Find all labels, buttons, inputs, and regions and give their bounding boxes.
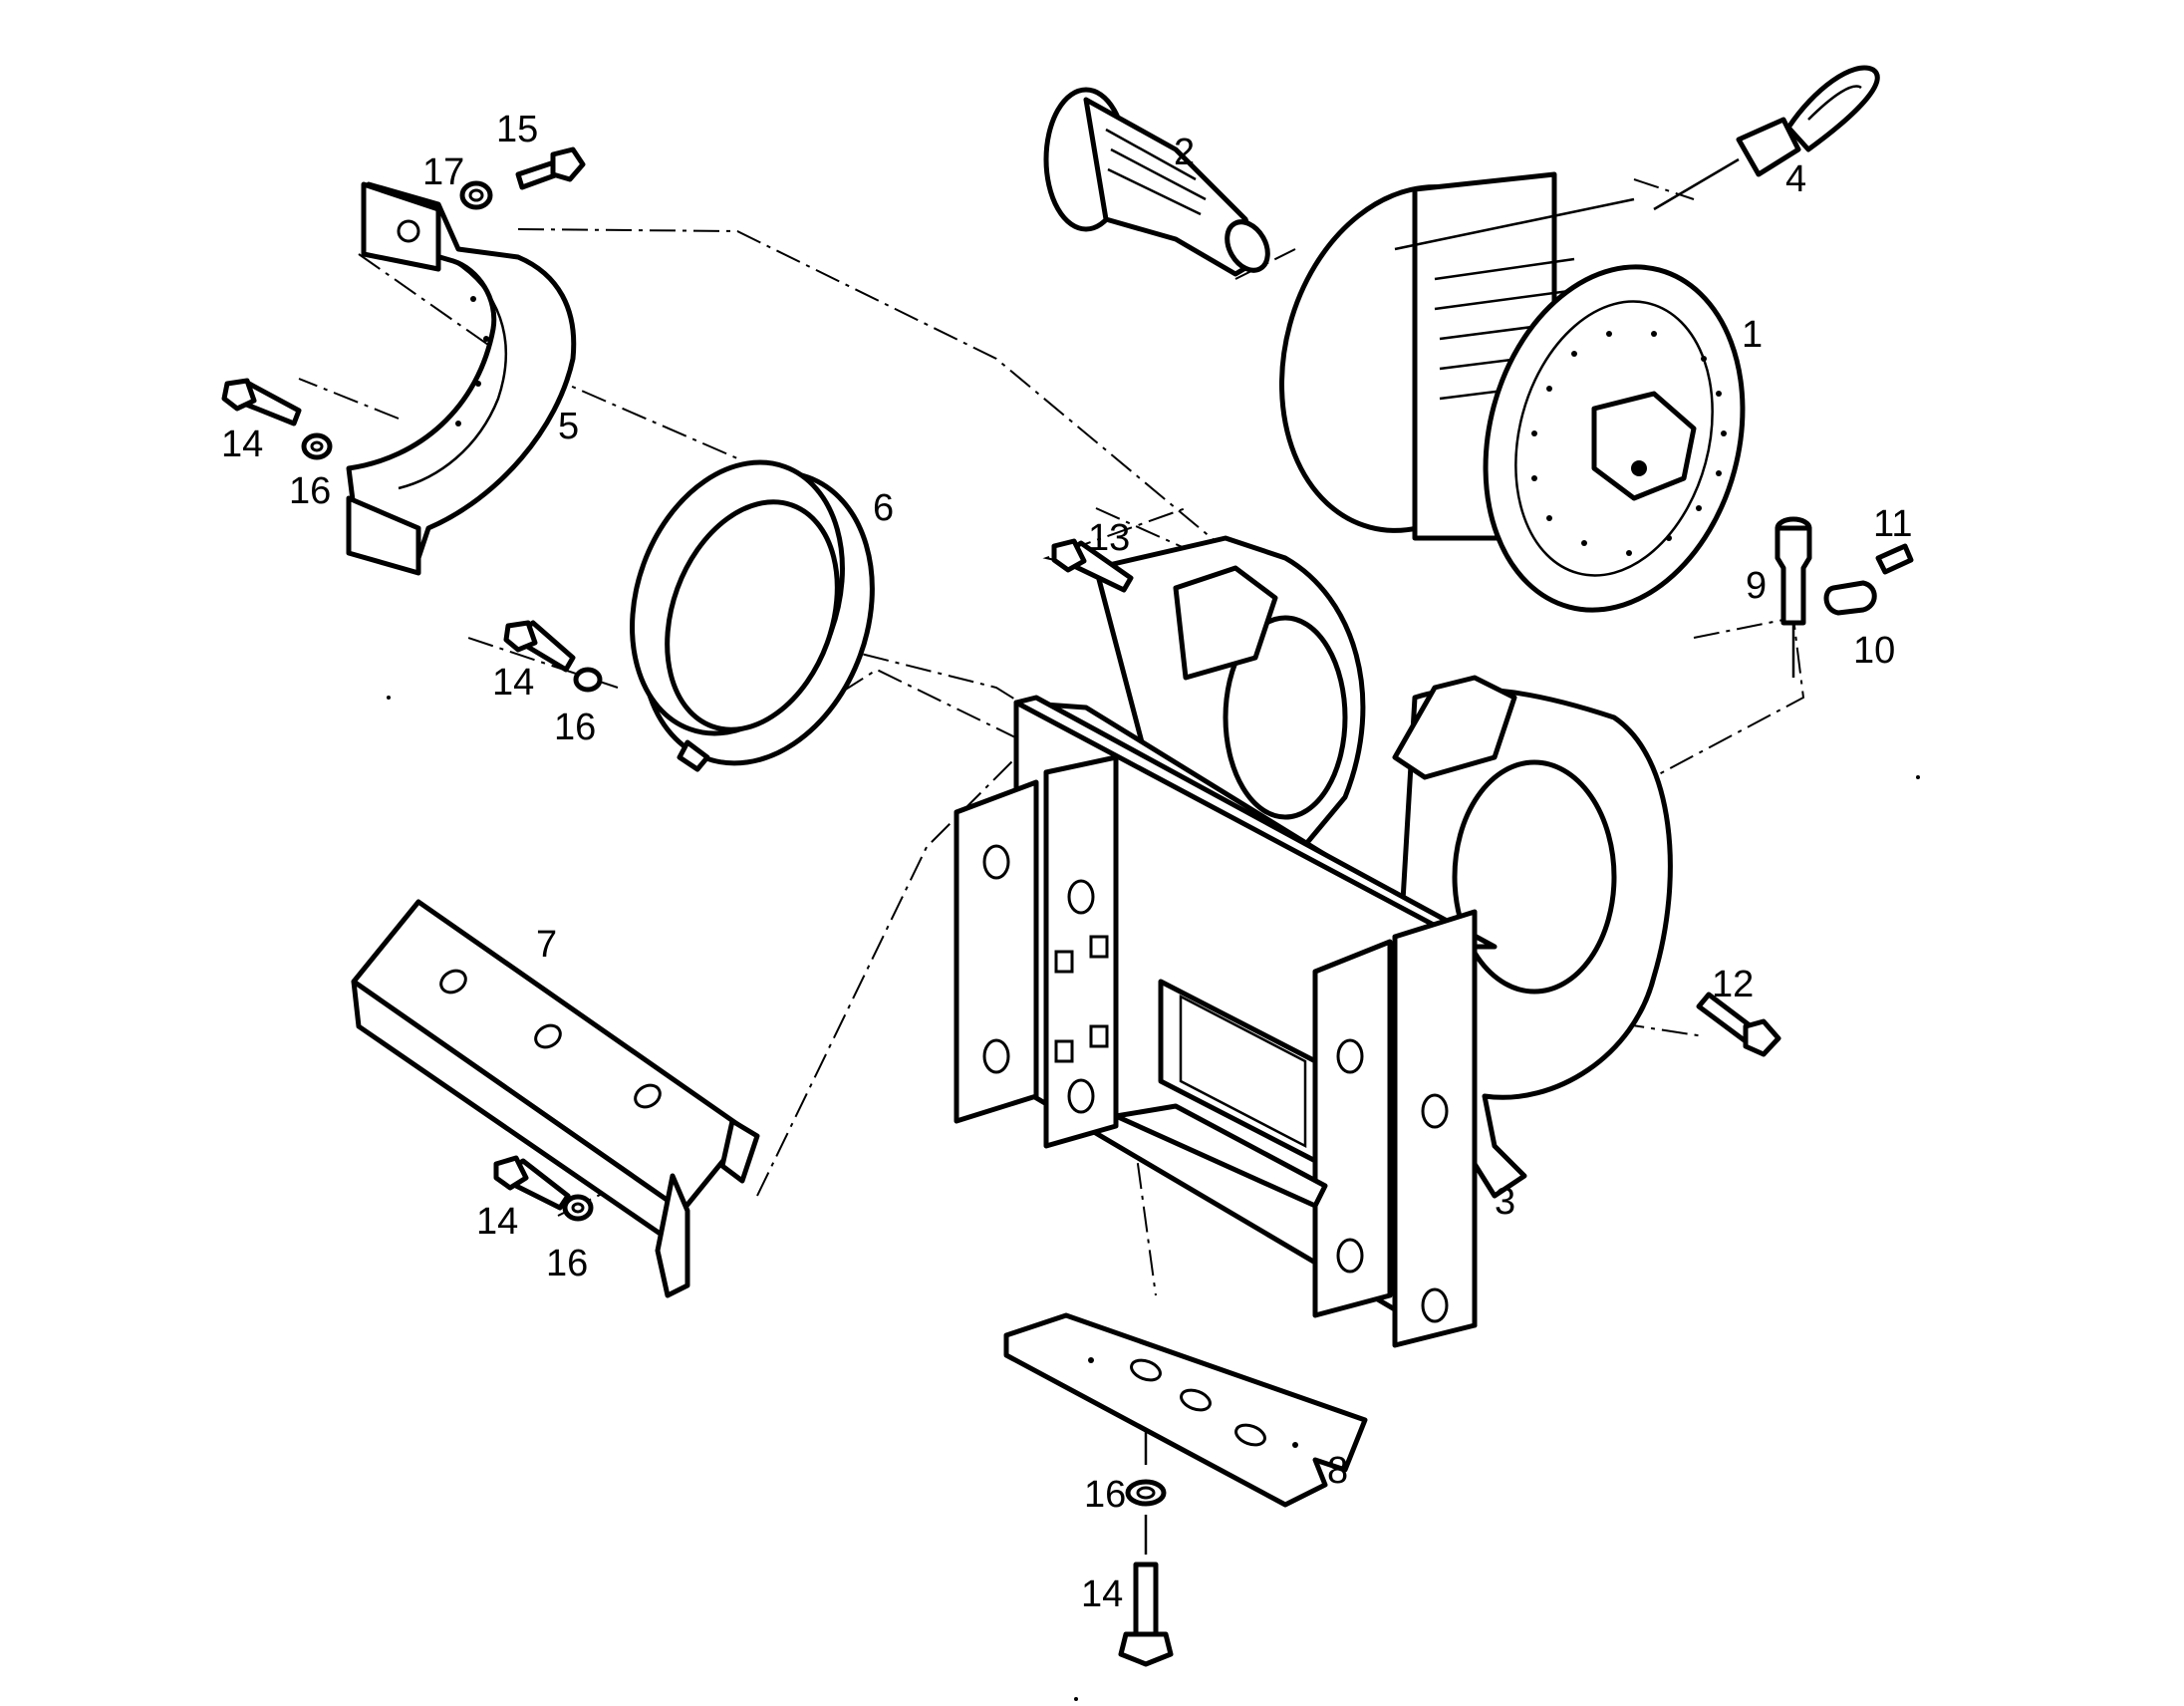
part-3-main-frame <box>954 535 1673 1348</box>
part-11-small-pin <box>1875 543 1914 575</box>
callout-2: 2 <box>1174 132 1195 173</box>
part-9-pin <box>1774 516 1812 626</box>
part-1-winch-drum <box>1279 171 1746 613</box>
callout-16-a: 16 <box>289 470 331 512</box>
callout-4: 4 <box>1785 158 1806 200</box>
callout-8: 8 <box>1327 1450 1348 1492</box>
callout-16-b: 16 <box>554 707 596 748</box>
part-16-washer-d <box>1125 1479 1167 1507</box>
part-2-splined-shaft <box>1043 87 1270 277</box>
part-5-brake-band <box>346 181 577 576</box>
callout-13: 13 <box>1088 517 1130 559</box>
callout-17: 17 <box>422 151 464 193</box>
callouts: 1 2 3 4 5 6 7 8 9 10 11 12 13 14 14 14 1… <box>221 109 1912 1615</box>
callout-5: 5 <box>558 406 579 447</box>
part-13-bolt <box>1051 538 1134 593</box>
part-7-bracket <box>351 899 760 1298</box>
part-14-bolt-a <box>221 378 302 426</box>
part-15-bolt <box>515 146 586 190</box>
callout-15: 15 <box>496 109 538 150</box>
part-16-washer-a <box>301 432 333 460</box>
callout-14-c: 14 <box>476 1201 518 1243</box>
part-17-washer <box>459 180 493 210</box>
callout-11: 11 <box>1873 503 1912 545</box>
callout-3: 3 <box>1495 1181 1515 1223</box>
callout-12: 12 <box>1712 964 1754 1005</box>
part-14-bolt-b <box>503 620 576 673</box>
callout-7: 7 <box>536 924 557 966</box>
callout-16-c: 16 <box>546 1243 588 1284</box>
part-14-bolt-d <box>1118 1562 1174 1667</box>
part-8-base-plate <box>1003 1312 1368 1508</box>
callout-14-b: 14 <box>492 662 534 704</box>
part-16-washer-b <box>573 667 603 693</box>
callout-9: 9 <box>1746 565 1767 607</box>
callout-10: 10 <box>1853 630 1895 672</box>
part-16-washer-c <box>562 1194 594 1222</box>
part-10-clip <box>1823 580 1877 616</box>
callout-16-d: 16 <box>1084 1474 1126 1516</box>
callout-6: 6 <box>873 487 894 529</box>
part-12-bolt <box>1696 992 1781 1057</box>
part-4-cable-eye <box>1394 65 1880 251</box>
callout-1: 1 <box>1742 314 1763 356</box>
callout-14-a: 14 <box>221 424 263 465</box>
part-14-bolt-c <box>493 1155 571 1211</box>
part-6-brake-ring <box>630 459 875 772</box>
callout-14-d: 14 <box>1081 1573 1123 1615</box>
